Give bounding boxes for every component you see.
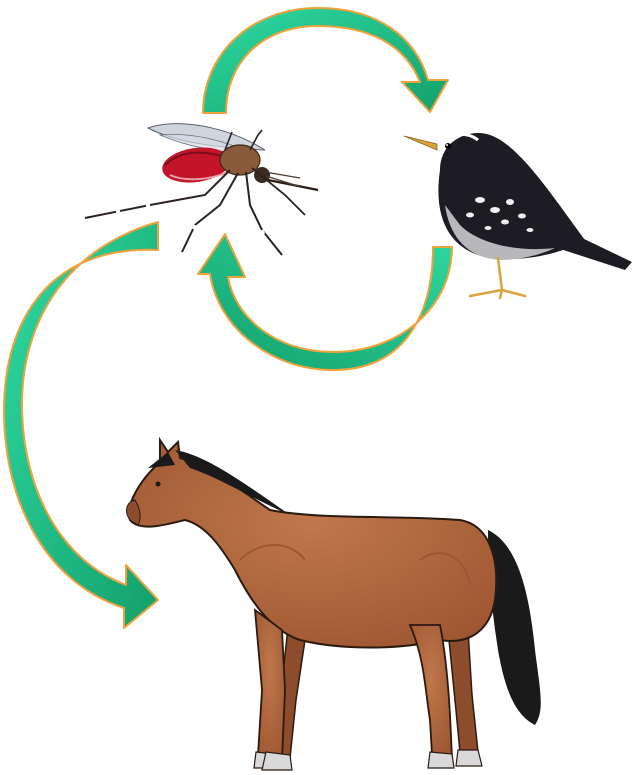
arrow-bird-to-mosquito [198,234,452,370]
arrow-mosquito-to-bird [203,8,448,113]
horse-icon [127,440,541,770]
arrow-mosquito-to-horse [4,222,158,628]
mosquito-icon [85,124,318,255]
